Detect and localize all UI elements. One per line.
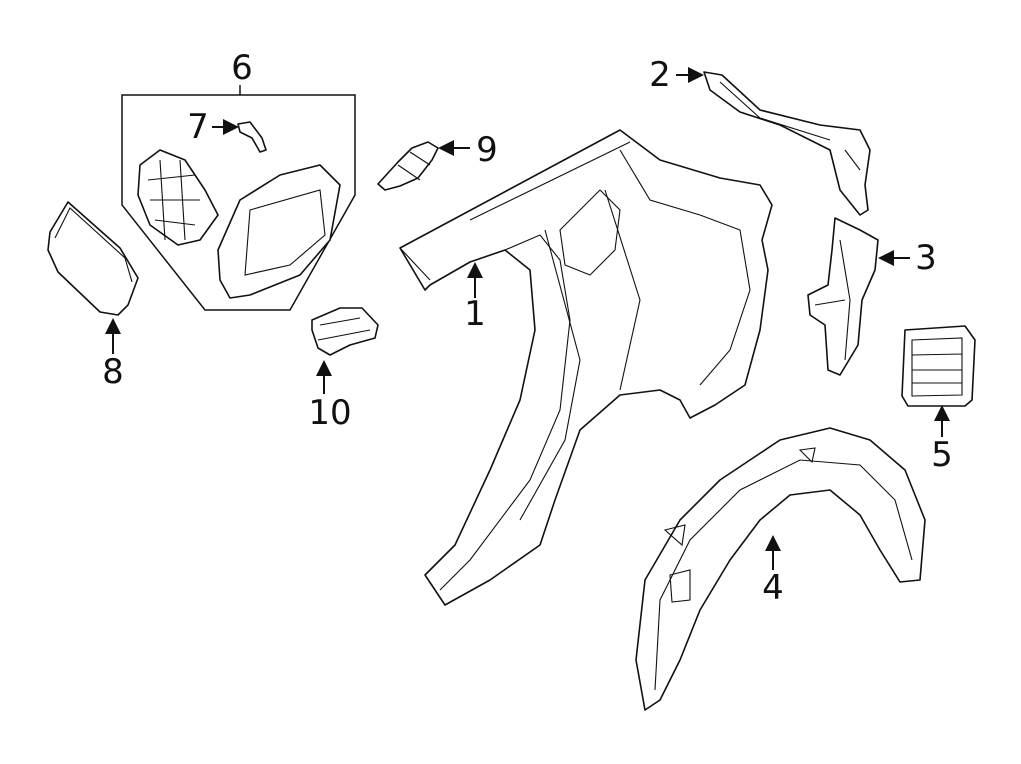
callout-1[interactable]: 1 xyxy=(464,294,486,334)
callout-2[interactable]: 2 xyxy=(649,55,671,95)
part-10-bracket[interactable] xyxy=(311,307,379,356)
callout-4[interactable]: 4 xyxy=(762,568,784,608)
part-2-rail[interactable] xyxy=(703,71,871,216)
part-9-actuator[interactable] xyxy=(377,141,439,191)
callout-3[interactable]: 3 xyxy=(915,238,937,278)
callout-9[interactable]: 9 xyxy=(476,130,498,170)
part-3-bracket[interactable] xyxy=(807,217,879,376)
callout-10[interactable]: 10 xyxy=(308,393,352,433)
part-7-release-cable[interactable] xyxy=(237,121,267,153)
part-1-quarter-panel[interactable] xyxy=(399,129,773,606)
callout-5[interactable]: 5 xyxy=(931,435,953,475)
callout-7[interactable]: 7 xyxy=(187,107,209,147)
part-6-fuel-door-housing-group[interactable] xyxy=(121,85,356,311)
leader-lines xyxy=(105,67,950,570)
part-8-fuel-door[interactable] xyxy=(47,201,139,316)
part-5-vent[interactable] xyxy=(901,325,976,407)
callout-6[interactable]: 6 xyxy=(231,48,253,88)
callout-8[interactable]: 8 xyxy=(102,352,124,392)
part-4-wheelhouse-liner[interactable] xyxy=(635,427,926,711)
